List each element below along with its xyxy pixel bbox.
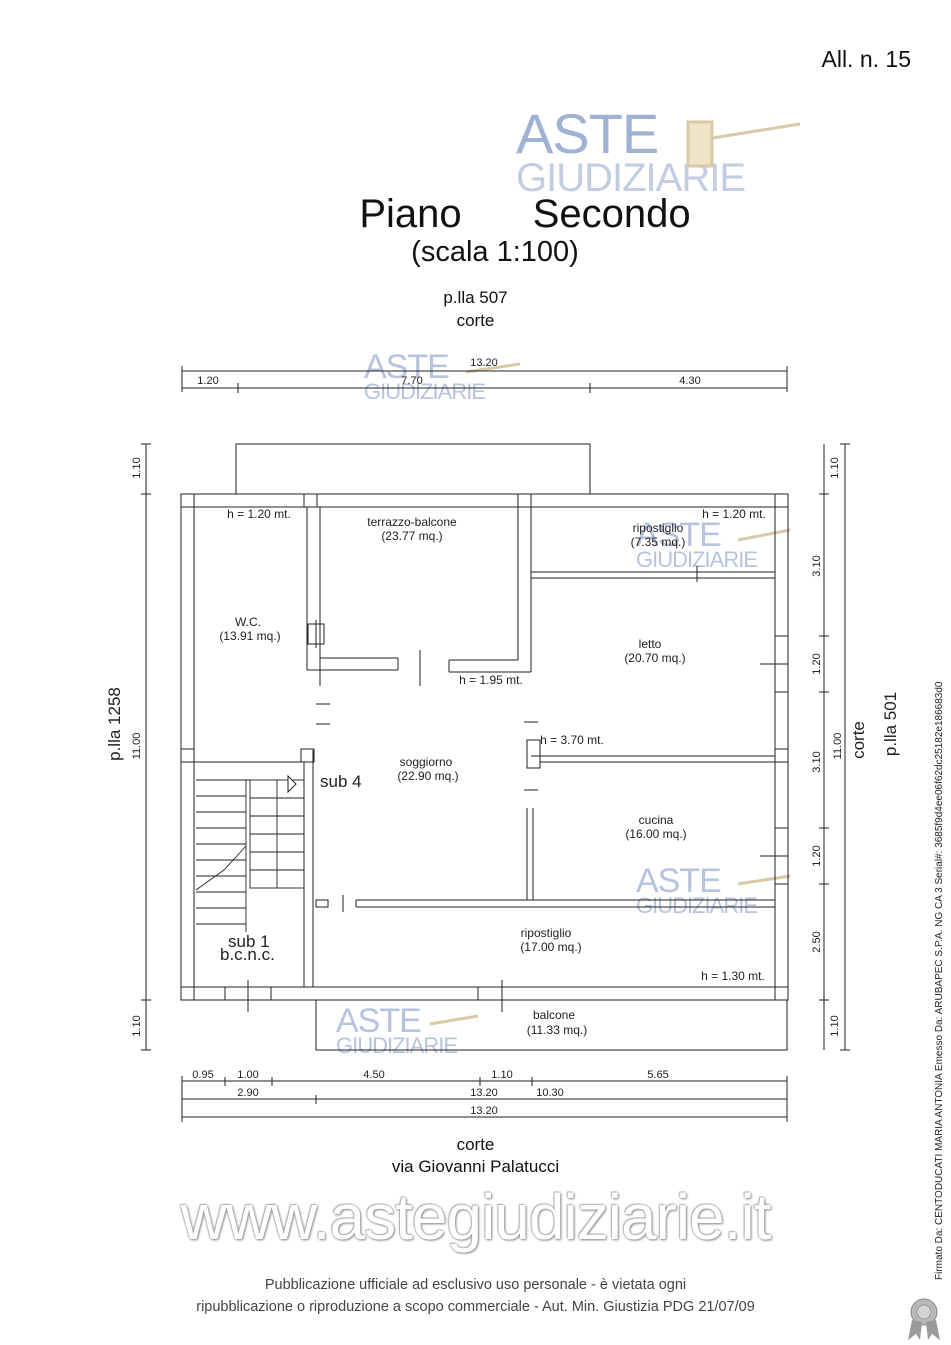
watermark-giudiziarie-3: GIUDIZIARIE [636, 547, 758, 572]
room-rip1-area: (7.35 mq.) [631, 535, 686, 549]
dim-top-1: 1.20 [197, 375, 218, 387]
dim-right-5: 1.20 [811, 845, 823, 866]
room-letto-area: (20.70 mq.) [624, 651, 685, 665]
room-letto-name: letto [639, 637, 662, 651]
room-h-mid2: h = 3.70 mt. [540, 733, 604, 747]
watermark-website: www.astegiudiziarie.it [180, 1181, 772, 1253]
dim-right-2: 3.10 [811, 555, 823, 576]
room-rip1-name: ripostiglio [633, 521, 684, 535]
dim-right-4: 3.10 [811, 751, 823, 772]
sub1-label: sub 1 [228, 932, 270, 951]
dim-bottom-5: 5.65 [647, 1069, 668, 1081]
room-terrazzo-area: (23.77 mq.) [381, 529, 442, 543]
dim-right-3: 1.20 [811, 653, 823, 674]
watermark-aste-3: ASTE [636, 516, 722, 554]
dim-top-2: 7.70 [401, 375, 422, 387]
sub4-label: sub 4 [320, 772, 362, 791]
south-street-label: via Giovanni Palatucci [391, 1157, 560, 1176]
dim-left-bottom: 1.10 [131, 1015, 143, 1036]
room-rip2-height: h = 1.30 mt. [701, 969, 765, 983]
room-cucina-name: cucina [639, 813, 674, 827]
watermark-logo-5: ASTE GIUDIZIARIE [336, 1002, 458, 1058]
east-parcel-label: p.lla 501 [881, 692, 900, 756]
dim-right-1: 1.10 [829, 457, 841, 478]
dim-left-top: 1.10 [131, 457, 143, 478]
room-soggiorno-area: (22.90 mq.) [397, 769, 458, 783]
room-h-mid1: h = 1.95 mt. [459, 673, 523, 687]
watermark-aste-2: ASTE [364, 348, 450, 386]
dim-top-total: 13.20 [470, 357, 498, 369]
allegato-label: All. n. 15 [821, 46, 912, 72]
room-rip2-name: ripostiglio [521, 926, 572, 940]
dim-left-total: 11.00 [131, 733, 143, 760]
dim-bottom-2: 1.00 [237, 1069, 258, 1081]
room-rip2-area: (17.00 mq.) [520, 940, 581, 954]
west-parcel-label: p.lla 1258 [105, 687, 124, 761]
room-rip1-height: h = 1.20 mt. [702, 507, 766, 521]
east-label: corte [849, 721, 868, 759]
dim-bottom-3: 4.50 [363, 1069, 384, 1081]
digital-signature: Firmato Da: CENTODUCATI MARIA ANTONIA Em… [934, 681, 945, 1280]
south-label: corte [456, 1135, 495, 1154]
disclaimer-line-2: ripubblicazione o riproduzione a scopo c… [196, 1299, 755, 1315]
dim-bottom-6: 2.90 [237, 1087, 258, 1099]
room-balcone-area: (11.33 mq.) [527, 1023, 587, 1037]
watermark-logo-2: ASTE GIUDIZIARIE [364, 348, 486, 404]
watermark-logo-3: ASTE GIUDIZIARIE [636, 516, 758, 572]
watermark-giudiziarie-2: GIUDIZIARIE [364, 379, 486, 404]
room-cucina-area: (16.00 mq.) [625, 827, 686, 841]
watermark-giudiziarie-5: GIUDIZIARIE [336, 1033, 458, 1058]
page-subtitle: (scala 1:100) [411, 236, 579, 268]
bcnc-label: b.c.n.c. [220, 945, 275, 964]
watermark-aste-4: ASTE [636, 862, 722, 900]
room-wc-height: h = 1.20 mt. [227, 507, 291, 521]
dim-right-6: 2.50 [811, 931, 823, 952]
north-parcel-label: p.lla 507 [443, 288, 508, 307]
dim-bottom-7: 13.20 [470, 1087, 498, 1099]
room-wc-name: W.C. [235, 615, 261, 629]
dim-bottom-8: 10.30 [536, 1087, 564, 1099]
room-balcone-name: balcone [533, 1008, 575, 1022]
room-soggiorno-name: soggiorno [400, 755, 453, 769]
disclaimer: Pubblicazione ufficiale ad esclusivo uso… [0, 1274, 951, 1318]
dim-bottom-total: 13.20 [470, 1105, 498, 1117]
room-wc-area: (13.91 mq.) [219, 629, 280, 643]
dim-right-7: 1.10 [829, 1015, 841, 1036]
page-title: Piano Secondo [359, 192, 691, 236]
watermark-aste: ASTE [516, 102, 659, 165]
disclaimer-line-1: Pubblicazione ufficiale ad esclusivo uso… [264, 1277, 687, 1293]
room-terrazzo-name: terrazzo-balcone [367, 515, 457, 529]
north-label: corte [456, 311, 495, 330]
watermark-aste-5: ASTE [336, 1002, 422, 1040]
dim-top-3: 4.30 [679, 375, 700, 387]
seal-icon [908, 1298, 940, 1340]
dim-bottom-4: 1.10 [491, 1069, 512, 1081]
dim-right-total: 11.00 [832, 733, 844, 760]
dim-bottom-1: 0.95 [192, 1069, 213, 1081]
